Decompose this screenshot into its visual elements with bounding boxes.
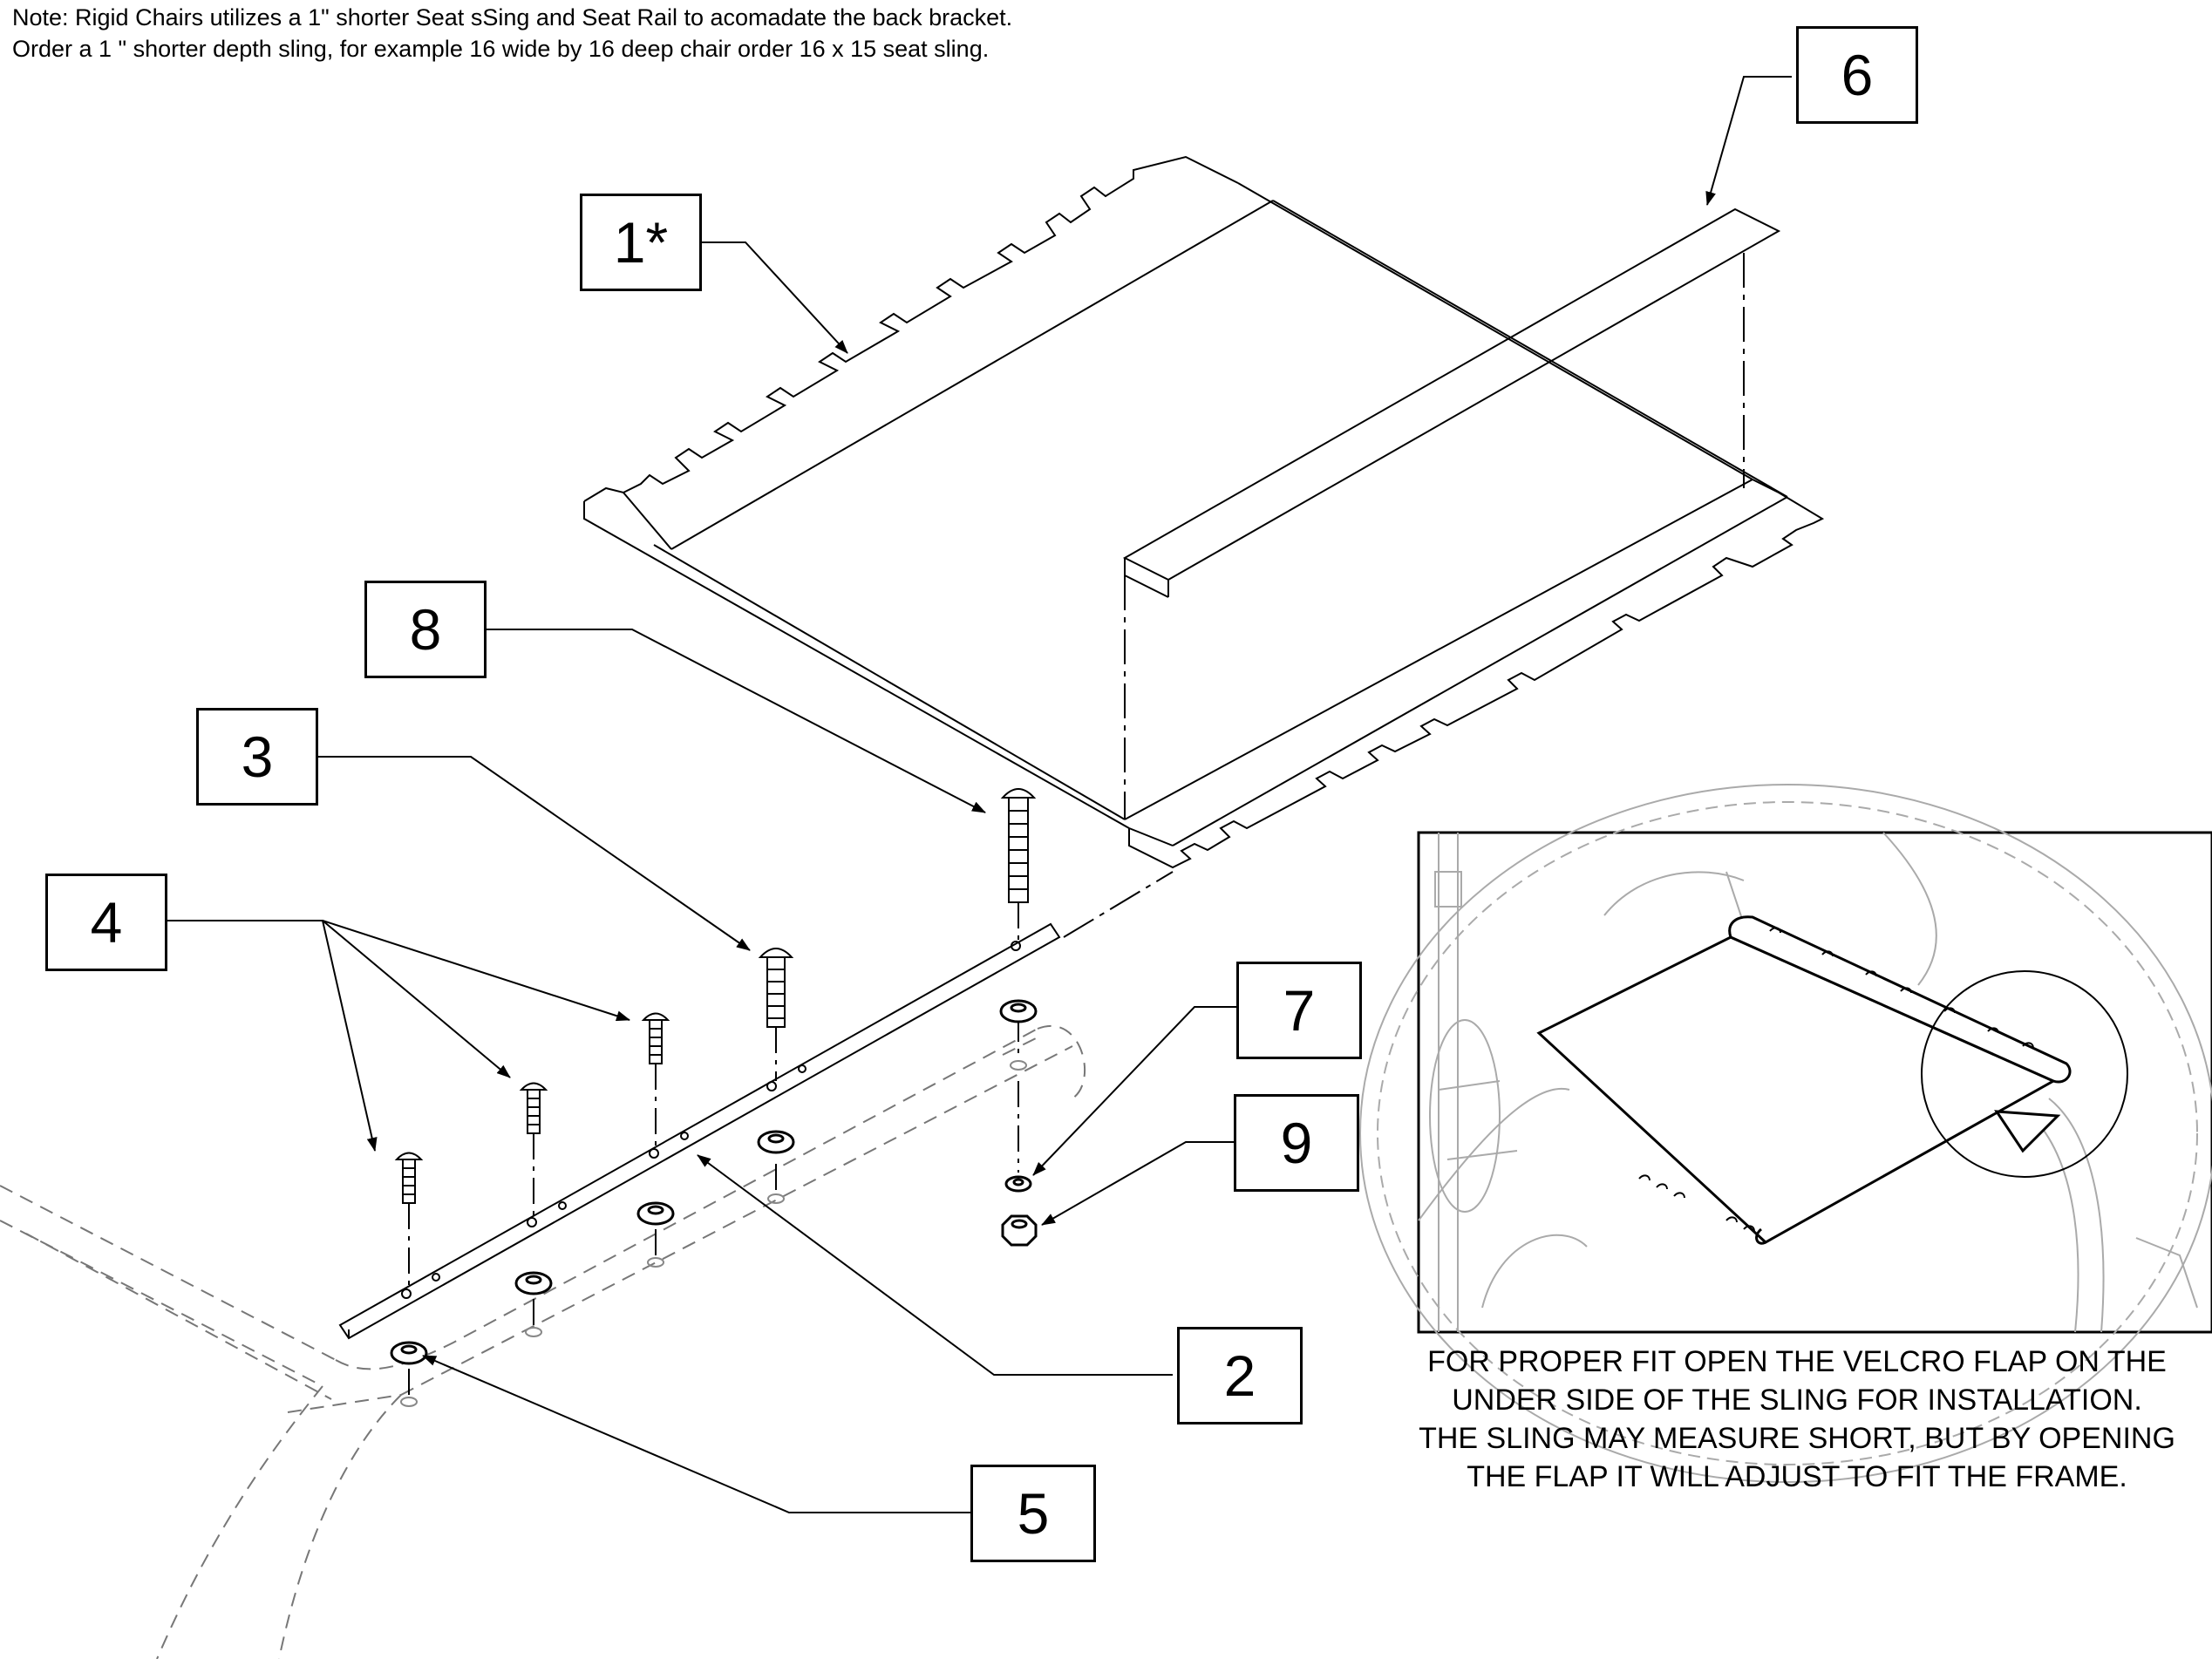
grommets: [390, 999, 1038, 1365]
callout-9: 9: [1234, 1094, 1359, 1192]
inset-illustration: [1359, 784, 2212, 1483]
screw-axis-lines: [408, 902, 1019, 1395]
lower-washers: [400, 1060, 1027, 1407]
callout-1: 1*: [580, 194, 702, 291]
screw-4c: [394, 1152, 424, 1204]
screw-8: [1000, 788, 1037, 903]
seat-sling: [583, 155, 1825, 869]
leader-lines: [167, 76, 1792, 1513]
caption-line-4: THE FLAP IT WILL ADJUST TO FIT THE FRAME…: [1467, 1460, 2127, 1493]
caption-line-3: THE SLING MAY MEASURE SHORT, BUT BY OPEN…: [1419, 1422, 2175, 1455]
callout-5: 5: [970, 1465, 1096, 1562]
callout-3: 3: [196, 708, 318, 806]
callout-6: 6: [1796, 26, 1918, 124]
note-line-2: Order a 1 " shorter depth sling, for exa…: [12, 36, 990, 62]
caption-line-1: FOR PROPER FIT OPEN THE VELCRO FLAP ON T…: [1427, 1345, 2167, 1378]
note-line-1: Note: Rigid Chairs utilizes a 1" shorter…: [12, 4, 1013, 31]
screw-4b: [519, 1082, 548, 1134]
inset-caption: FOR PROPER FIT OPEN THE VELCRO FLAP ON T…: [1382, 1343, 2212, 1496]
seat-rail: [338, 922, 1061, 1340]
caption-line-2: UNDER SIDE OF THE SLING FOR INSTALLATION…: [1452, 1384, 2142, 1417]
strap-6: [1122, 207, 1781, 598]
washer-7: [1004, 1175, 1032, 1193]
screw-4a: [641, 1012, 670, 1064]
alignment-lines: [1063, 253, 1745, 938]
nut-9: [1001, 1214, 1038, 1247]
callout-2: 2: [1177, 1327, 1303, 1424]
screw-3: [758, 948, 794, 1028]
callout-7: 7: [1236, 962, 1362, 1059]
chair-frame-dashed: [0, 1025, 1086, 1659]
callout-4: 4: [45, 874, 167, 971]
callout-8: 8: [364, 581, 487, 678]
